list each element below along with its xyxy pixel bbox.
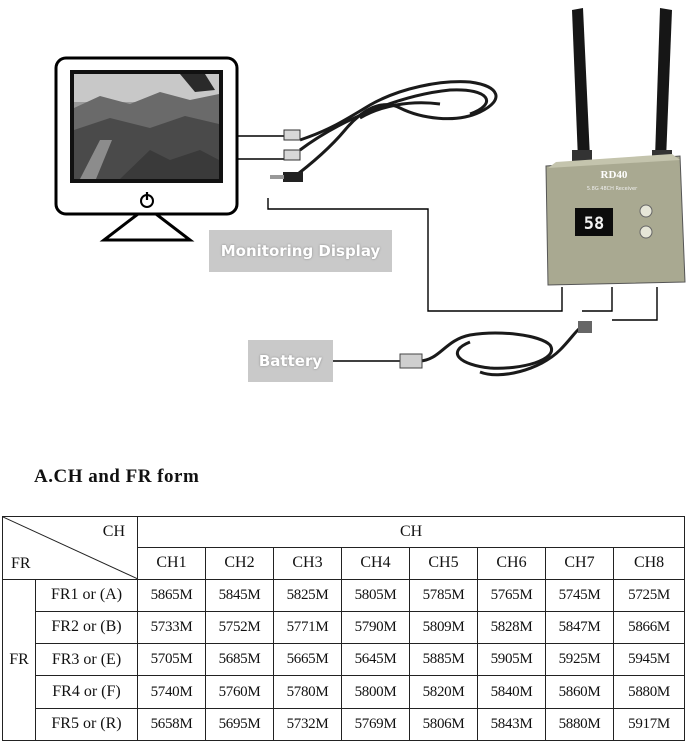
frequency-cell: 5880M bbox=[545, 707, 614, 742]
receiver-display bbox=[575, 208, 613, 236]
receiver-display-value: 58 bbox=[584, 214, 604, 234]
frequency-cell: 5828M bbox=[477, 610, 546, 645]
corner-diagonal bbox=[3, 517, 138, 579]
channel-header: CH5 bbox=[409, 547, 478, 580]
frequency-cell: 5785M bbox=[409, 578, 478, 612]
frequency-cell: 5845M bbox=[205, 578, 274, 612]
connection-lines bbox=[237, 135, 658, 362]
fr-group-header: FR bbox=[2, 578, 36, 742]
frequency-cell: 5695M bbox=[205, 707, 274, 742]
frequency-cell: 5665M bbox=[273, 643, 342, 677]
frequency-cell: 5790M bbox=[341, 610, 410, 645]
monitor bbox=[54, 56, 239, 242]
frequency-cell: 5840M bbox=[477, 675, 546, 709]
channel-header: CH6 bbox=[477, 547, 546, 580]
frequency-cell: 5725M bbox=[612, 578, 686, 612]
channel-header: CH1 bbox=[137, 547, 206, 580]
receiver-button-down[interactable] bbox=[639, 225, 653, 239]
receiver-button-up[interactable] bbox=[639, 204, 653, 218]
band-label: FR5 or (R) bbox=[35, 707, 138, 742]
channel-header: CH2 bbox=[205, 547, 274, 580]
frequency-cell: 5847M bbox=[545, 610, 614, 645]
power-icon bbox=[140, 192, 154, 208]
frequency-cell: 5806M bbox=[409, 707, 478, 742]
frequency-cell: 5809M bbox=[409, 610, 478, 645]
band-label: FR3 or (E) bbox=[35, 643, 138, 677]
frequency-cell: 5685M bbox=[205, 643, 274, 677]
channel-header: CH8 bbox=[612, 547, 686, 580]
frequency-cell: 5705M bbox=[137, 643, 206, 677]
frequency-cell: 5917M bbox=[612, 707, 686, 742]
monitor-screen-image bbox=[74, 74, 219, 179]
frequency-cell: 5820M bbox=[409, 675, 478, 709]
frequency-cell: 5905M bbox=[477, 643, 546, 677]
av-cable bbox=[289, 80, 498, 182]
form-title: A.CH and FR form bbox=[34, 466, 200, 487]
frequency-cell: 5645M bbox=[341, 643, 410, 677]
corner-ch-label: CH bbox=[102, 523, 125, 540]
table-corner-header: CH FR bbox=[2, 516, 138, 580]
channel-header: CH4 bbox=[341, 547, 410, 580]
frequency-cell: 5740M bbox=[137, 675, 206, 709]
receiver-subtitle: 5.8G 48CH Receiver bbox=[587, 186, 638, 192]
frequency-cell: 5843M bbox=[477, 707, 546, 742]
frequency-cell: 5658M bbox=[137, 707, 206, 742]
receiver-model: RD40 bbox=[601, 169, 628, 181]
monitoring-display-label: Monitoring Display bbox=[209, 230, 392, 272]
frequency-cell: 5745M bbox=[545, 578, 614, 612]
connection-diagram: 58 RD40 5.8G 48CH Receiver bbox=[54, 8, 686, 377]
rca-plugs bbox=[270, 129, 303, 182]
frequency-cell: 5752M bbox=[205, 610, 274, 645]
frequency-cell: 5732M bbox=[273, 707, 342, 742]
band-label: FR2 or (B) bbox=[35, 610, 138, 645]
band-label: FR1 or (A) bbox=[35, 578, 138, 612]
band-label: FR4 or (F) bbox=[35, 675, 138, 709]
channel-header: CH7 bbox=[545, 547, 614, 580]
frequency-cell: 5760M bbox=[205, 675, 274, 709]
corner-fr-label: FR bbox=[11, 554, 31, 572]
channel-header: CH3 bbox=[273, 547, 342, 580]
frequency-cell: 5860M bbox=[545, 675, 614, 709]
frequency-cell: 5945M bbox=[612, 643, 686, 677]
frequency-cell: 5925M bbox=[545, 643, 614, 677]
frequency-cell: 5780M bbox=[273, 675, 342, 709]
ch-group-header: CH bbox=[136, 515, 686, 549]
frequency-cell: 5880M bbox=[612, 675, 686, 709]
frequency-cell: 5765M bbox=[477, 578, 546, 612]
frequency-cell: 5865M bbox=[137, 578, 206, 612]
battery-cable bbox=[419, 326, 581, 377]
frequency-cell: 5885M bbox=[409, 643, 478, 677]
frequency-cell: 5825M bbox=[273, 578, 342, 612]
frequency-cell: 5769M bbox=[341, 707, 410, 742]
frequency-cell: 5733M bbox=[137, 610, 206, 645]
frequency-cell: 5771M bbox=[273, 610, 342, 645]
frequency-cell: 5805M bbox=[341, 578, 410, 612]
battery-label: Battery bbox=[248, 340, 333, 382]
receiver: 58 RD40 5.8G 48CH Receiver bbox=[545, 8, 686, 286]
frequency-cell: 5800M bbox=[341, 675, 410, 709]
frequency-cell: 5866M bbox=[612, 610, 686, 645]
antenna-icon bbox=[572, 8, 672, 164]
battery-connectors bbox=[399, 321, 592, 369]
